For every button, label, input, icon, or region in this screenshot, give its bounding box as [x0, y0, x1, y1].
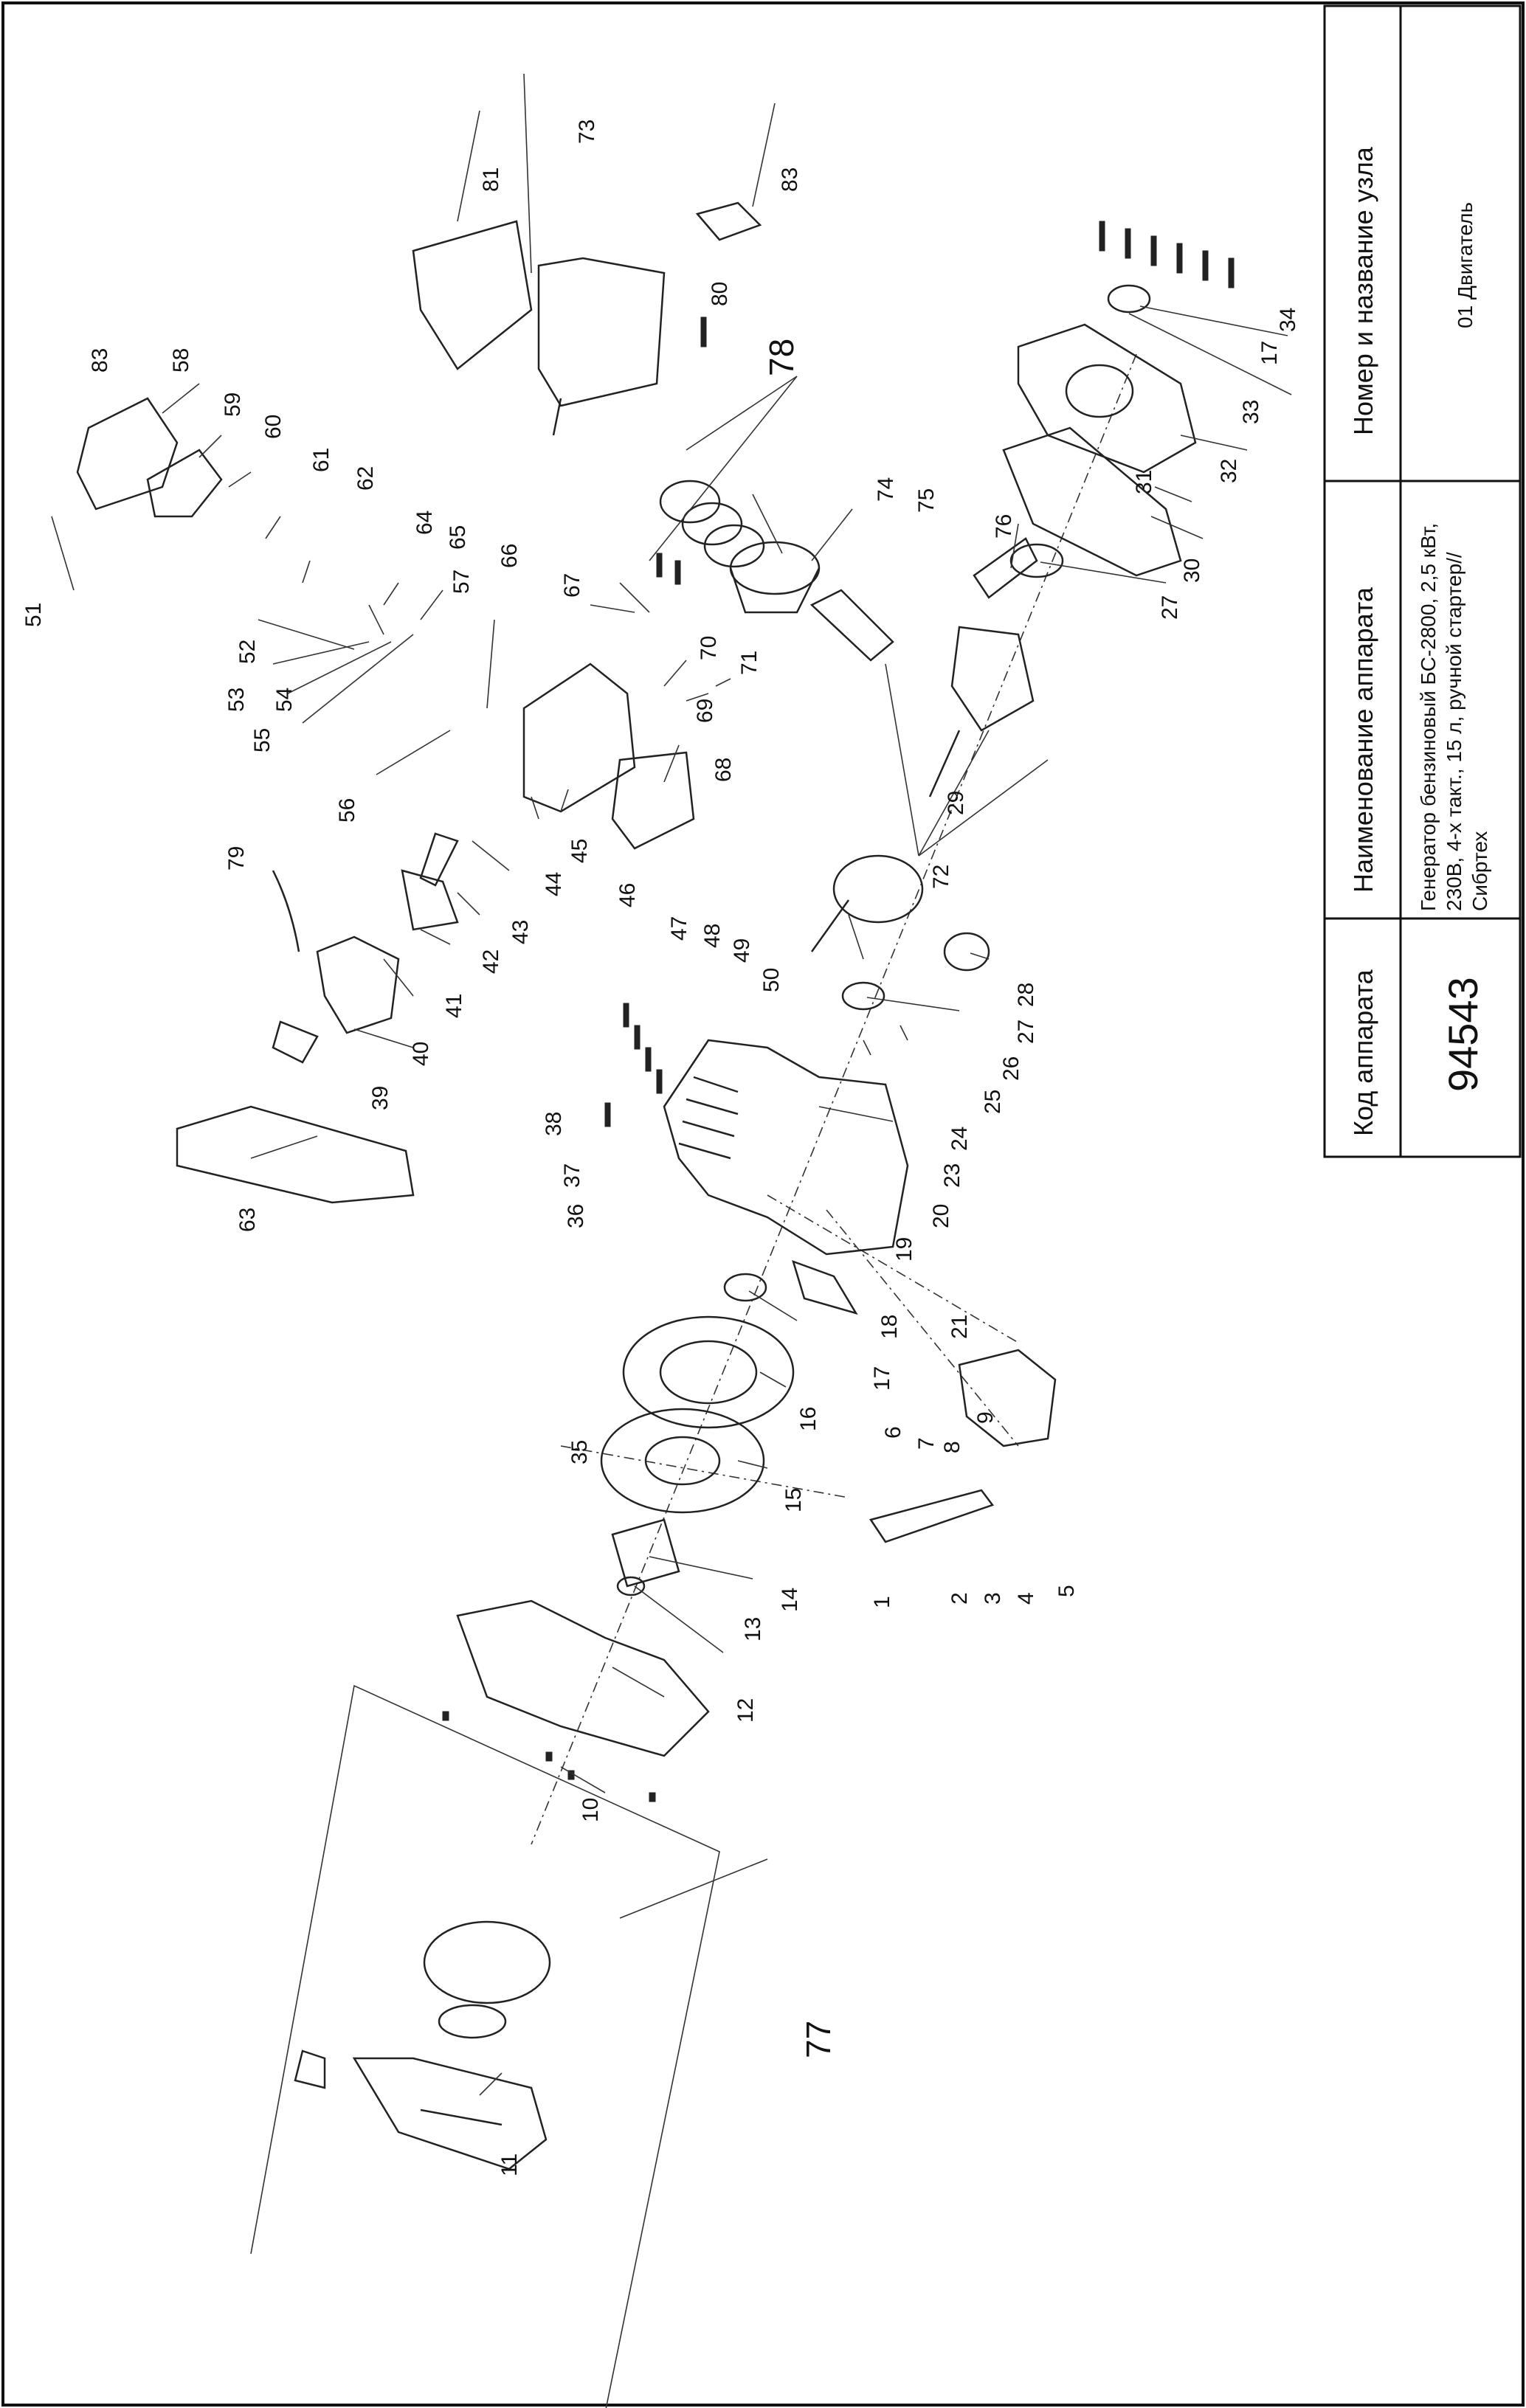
callout-43: 43 [508, 920, 533, 944]
callout-16: 16 [796, 1407, 821, 1431]
callout-5: 5 [1054, 1585, 1079, 1597]
callout-28: 28 [1014, 983, 1038, 1007]
callout-19: 19 [892, 1237, 916, 1262]
callout-1: 1 [870, 1596, 894, 1608]
callout-4: 4 [1014, 1592, 1038, 1605]
callout-55: 55 [250, 728, 275, 752]
code-header: Код аппарата [1348, 969, 1378, 1136]
callout-72: 72 [929, 865, 953, 889]
callout-51: 51 [21, 603, 46, 627]
assembly-axes [531, 353, 1137, 1845]
callout-61: 61 [309, 448, 334, 472]
callout-7: 7 [914, 1437, 939, 1450]
callout-66: 66 [497, 544, 522, 568]
callout-6: 6 [881, 1426, 905, 1439]
callout-27b: 27 [1158, 595, 1182, 620]
callout-75: 75 [914, 488, 939, 513]
callout-41: 41 [442, 994, 466, 1018]
callout-13: 13 [741, 1617, 765, 1641]
leader-lines [51, 73, 1292, 2096]
callout-76: 76 [992, 514, 1016, 539]
callout-45: 45 [567, 839, 592, 863]
callout-15: 15 [781, 1488, 806, 1512]
name-line-2: 230В, 4-х такт., 15 л, ручной стартер// [1443, 552, 1465, 911]
code-value: 94543 [1440, 977, 1486, 1092]
callout-49: 49 [730, 938, 754, 963]
callout-47: 47 [667, 916, 691, 941]
node-value: 01 Двигатель [1454, 202, 1477, 328]
callout-25: 25 [981, 1090, 1005, 1114]
callout-24: 24 [947, 1127, 972, 1151]
callout-74: 74 [874, 477, 898, 502]
callout-33: 33 [1239, 400, 1263, 424]
callout-36: 36 [564, 1204, 588, 1228]
callout-18: 18 [877, 1315, 902, 1339]
callout-32: 32 [1217, 459, 1241, 483]
callout-54: 54 [272, 688, 297, 712]
callout-30: 30 [1180, 558, 1204, 583]
callout-31: 31 [1132, 470, 1156, 494]
callout-69: 69 [693, 699, 717, 723]
callout-71: 71 [737, 651, 762, 675]
callout-60: 60 [261, 415, 286, 439]
callout-59: 59 [221, 392, 245, 417]
callout-65: 65 [446, 525, 470, 550]
callout-17a: 17 [870, 1366, 894, 1391]
callout-26: 26 [999, 1056, 1023, 1081]
callout-83b: 83 [778, 167, 802, 192]
callout-23: 23 [940, 1163, 964, 1188]
callout-2: 2 [947, 1592, 972, 1605]
name-line-3: Сибртех [1468, 831, 1491, 911]
callout-9: 9 [973, 1411, 998, 1424]
callout-labels: 1 2 3 4 5 6 7 8 9 10 11 12 13 14 15 16 1… [21, 120, 1300, 2176]
callout-35: 35 [567, 1440, 592, 1464]
callout-40: 40 [409, 1042, 433, 1066]
callout-17b: 17 [1257, 341, 1282, 365]
callout-70: 70 [697, 636, 721, 660]
callout-46: 46 [615, 883, 640, 907]
callout-64: 64 [412, 511, 437, 535]
callout-81: 81 [479, 167, 503, 192]
callout-80: 80 [708, 282, 732, 306]
node-header: Номер и название узла [1348, 146, 1378, 435]
callout-14: 14 [778, 1588, 802, 1612]
callout-77: 77 [799, 2021, 838, 2058]
callout-8: 8 [940, 1441, 964, 1453]
callout-56: 56 [335, 798, 359, 823]
callout-11: 11 [497, 2153, 522, 2176]
callout-20: 20 [929, 1204, 953, 1228]
callout-73: 73 [575, 120, 599, 144]
callout-67: 67 [560, 573, 584, 598]
callout-27a: 27 [1014, 1020, 1038, 1044]
callout-58: 58 [169, 348, 193, 373]
callout-34: 34 [1276, 308, 1300, 332]
callout-39: 39 [368, 1086, 393, 1110]
callout-29: 29 [944, 791, 968, 815]
callout-37: 37 [560, 1163, 584, 1188]
callout-10: 10 [579, 1798, 603, 1822]
name-line-1: Генератор бензиновый БС-2800, 2,5 кВт, [1417, 523, 1440, 911]
callout-68: 68 [711, 758, 736, 782]
callout-48: 48 [700, 924, 725, 948]
name-header: Наименование аппарата [1348, 587, 1378, 893]
callout-52: 52 [235, 640, 260, 664]
callout-21: 21 [947, 1315, 972, 1339]
title-block: Код аппарата 94543 Наименование аппарата… [1323, 4, 1522, 1158]
callout-38: 38 [542, 1112, 566, 1136]
callout-42: 42 [479, 949, 503, 974]
callout-44: 44 [542, 872, 566, 896]
callout-3: 3 [981, 1592, 1005, 1605]
callout-62: 62 [353, 466, 378, 491]
callout-78: 78 [762, 339, 801, 376]
callout-57: 57 [449, 570, 474, 594]
engine-parts [76, 201, 1235, 2408]
callout-50: 50 [759, 968, 784, 992]
callout-79: 79 [224, 846, 249, 871]
callout-63: 63 [235, 1208, 260, 1232]
callout-53: 53 [224, 688, 249, 712]
callout-12: 12 [733, 1698, 758, 1723]
callout-83a: 83 [88, 348, 112, 373]
